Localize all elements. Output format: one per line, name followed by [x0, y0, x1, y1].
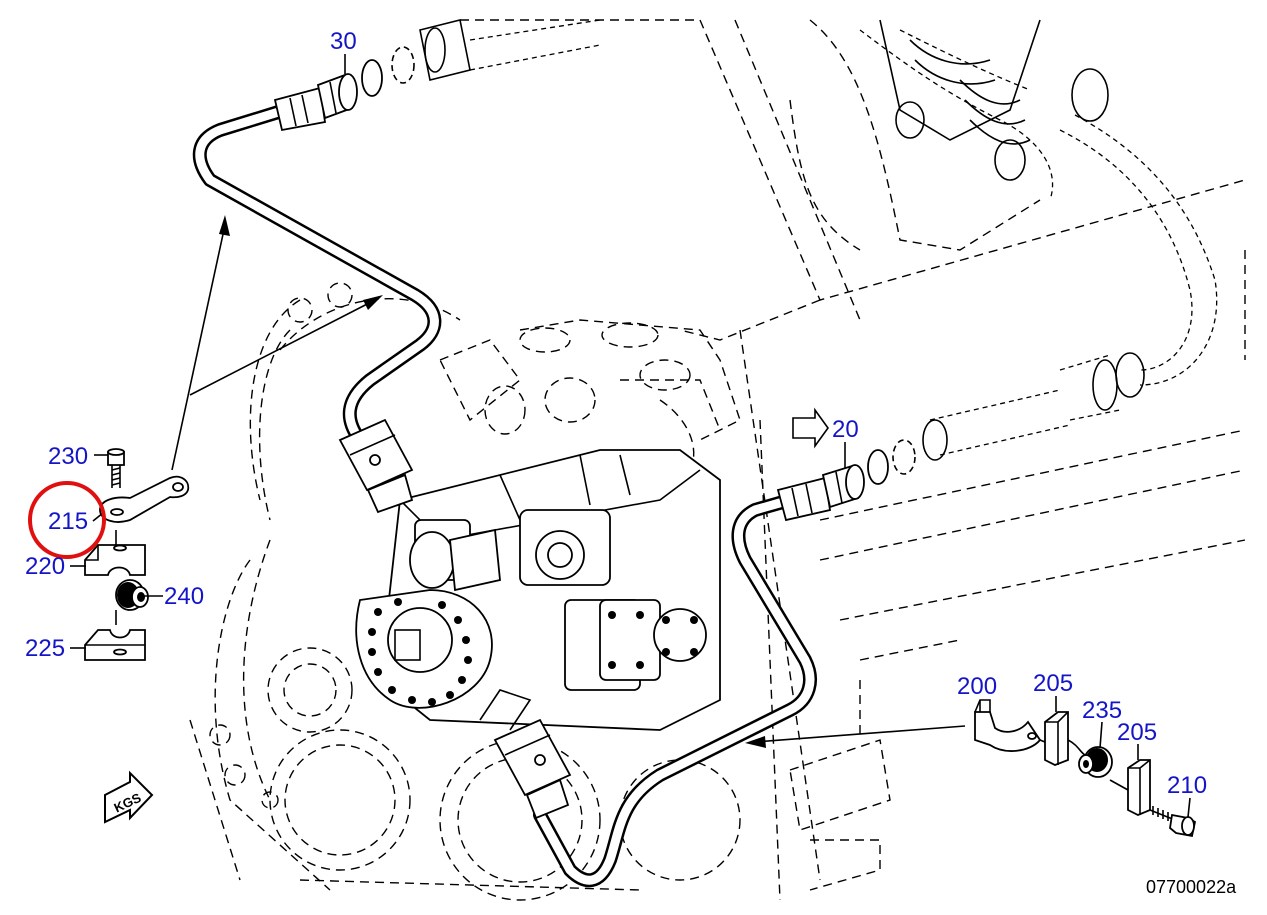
hydraulic-pipe-30 [192, 46, 442, 514]
callout-235: 235 [1082, 697, 1122, 724]
pipe-clamp-assembly-left [84, 448, 190, 661]
drawing-id: 07700022a [1146, 877, 1237, 897]
hydraulic-valve-unit [355, 449, 721, 731]
flow-direction-icon [792, 407, 829, 449]
highlight-ring-215 [28, 481, 106, 559]
callout-leaders [70, 54, 1191, 818]
callout-200: 200 [957, 673, 997, 700]
engine-block-outline [189, 19, 1246, 901]
callout-labels: 30 20 230 215 220 240 225 200 205 235 20… [25, 28, 1207, 799]
hydraulic-pipe-20 [493, 439, 916, 888]
callout-215: 215 [48, 508, 88, 535]
pipe-clamp-assembly-right [974, 699, 1197, 838]
callout-225: 225 [25, 635, 65, 662]
callout-205-a: 205 [1033, 670, 1073, 697]
callout-230: 230 [48, 443, 88, 470]
callout-240: 240 [164, 583, 204, 610]
callout-30: 30 [330, 28, 357, 55]
callout-210: 210 [1167, 772, 1207, 799]
kgs-badge-icon: KGS [104, 770, 154, 824]
callout-20: 20 [832, 416, 859, 443]
leader-arrows [171, 215, 966, 748]
callout-220: 220 [25, 553, 65, 580]
callout-205-b: 205 [1117, 719, 1157, 746]
